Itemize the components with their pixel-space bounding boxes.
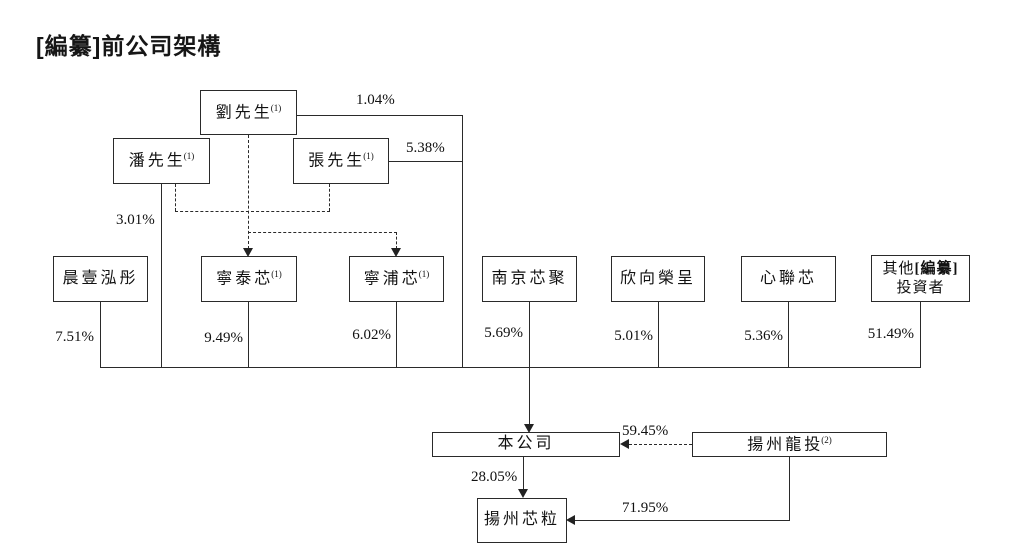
- box-nanjing-xinju-text: 南京芯聚: [491, 270, 567, 288]
- pct-liu-to-group: 1.04%: [356, 92, 395, 108]
- pct-company-to-xinli: 28.05%: [471, 469, 518, 485]
- box-mr-pan-footnote: (1): [183, 151, 195, 162]
- box-xinxiang-rongcheng-text: 欣向榮呈: [620, 270, 696, 288]
- box-ningtaixin-label: 寧泰芯: [216, 270, 274, 288]
- connector-bus-to-company: [529, 367, 531, 425]
- page-title: [編纂]前公司架構: [36, 33, 222, 59]
- box-xinlianxin: 心聯芯: [741, 256, 836, 302]
- box-our-company: 本公司: [432, 432, 620, 457]
- connector-liu-to-holdline: [296, 115, 463, 117]
- box-mr-liu-label: 劉先生: [215, 103, 273, 121]
- connector-chenyi-down: [100, 302, 102, 368]
- box-yangzhou-xinli: 揚州芯粒: [477, 498, 567, 543]
- box-yangzhou-xinli-label: 揚州芯粒: [483, 511, 560, 529]
- pct-chenyi: 7.51%: [55, 329, 94, 345]
- box-ningpuxin: 寧浦芯(1): [349, 256, 444, 302]
- box-yangzhou-xinli-text: 揚州芯粒: [484, 511, 560, 529]
- box-chenyi-hongtong-label: 晨壹泓彤: [62, 269, 139, 287]
- connector-xinlianxin-down: [788, 302, 790, 368]
- box-ningpuxin-footnote: (1): [418, 269, 430, 280]
- connector-right-vertical: [462, 115, 464, 368]
- connector-pan-down: [161, 184, 163, 368]
- box-xinlianxin-label: 心聯芯: [759, 269, 817, 287]
- box-other-investors-suffix: 投資者: [896, 279, 945, 296]
- pct-ningtaixin: 9.49%: [204, 330, 243, 346]
- pct-nanjing: 5.69%: [484, 325, 523, 341]
- pct-zhang-to-group: 5.38%: [406, 140, 445, 156]
- box-mr-zhang-footnote: (1): [363, 151, 374, 162]
- dashed-pan-down: [175, 184, 176, 211]
- connector-zhang-to-holdline: [388, 161, 463, 163]
- box-ningtaixin-footnote: (1): [271, 269, 282, 280]
- connector-company-to-xinli: [523, 457, 525, 490]
- box-yangzhou-longtou: 揚州龍投(2): [692, 432, 887, 457]
- box-mr-pan-label: 潘先生: [128, 152, 186, 170]
- box-mr-liu-text: 劉先生(1): [216, 103, 282, 123]
- box-nanjing-xinju: 南京芯聚: [482, 256, 577, 302]
- box-xinxiang-rongcheng: 欣向榮呈: [611, 256, 705, 302]
- box-yangzhou-longtou-text: 揚州龍投(2): [747, 435, 832, 455]
- dashed-zhang-down: [329, 184, 330, 211]
- pct-longtou-to-company: 59.45%: [622, 423, 669, 439]
- box-mr-pan-text: 潘先生(1): [129, 151, 195, 171]
- arrowhead-into-ningtaixin-icon: [243, 248, 253, 257]
- box-mr-pan: 潘先生(1): [113, 138, 210, 184]
- connector-ningpuxin-down: [396, 302, 398, 368]
- box-ningtaixin: 寧泰芯(1): [201, 256, 297, 302]
- box-ningtaixin-text: 寧泰芯(1): [216, 269, 282, 289]
- box-xinxiang-rongcheng-label: 欣向榮呈: [619, 269, 696, 287]
- box-other-investors-redacted: [編纂]: [914, 260, 959, 277]
- arrowhead-into-xinli-right-icon: [566, 515, 575, 525]
- dashed-liu-to-ningtaixin: [248, 135, 249, 249]
- arrowhead-into-company-icon: [524, 424, 534, 433]
- box-mr-zhang: 張先生(1): [293, 138, 389, 184]
- pct-xinxiang: 5.01%: [614, 328, 653, 344]
- pct-other-investors: 51.49%: [867, 326, 914, 342]
- connector-ningtaixin-down: [248, 302, 250, 368]
- arrowhead-into-xinli-top-icon: [518, 489, 528, 498]
- pct-xinlianxin: 5.36%: [744, 328, 783, 344]
- dashed-down-to-ningpuxin: [396, 232, 397, 249]
- box-other-investors-text: 其他[編纂] 投資者: [882, 260, 958, 298]
- box-mr-liu: 劉先生(1): [200, 90, 297, 135]
- box-xinlianxin-text: 心聯芯: [760, 270, 817, 288]
- pct-longtou-to-xinli: 71.95%: [622, 500, 669, 516]
- box-mr-liu-footnote: (1): [270, 102, 282, 113]
- connector-nanjing-down: [529, 302, 531, 368]
- box-our-company-label: 本公司: [497, 435, 555, 453]
- box-our-company-text: 本公司: [497, 435, 554, 453]
- connector-shareholder-bus: [100, 367, 921, 369]
- box-mr-zhang-text: 張先生(1): [308, 151, 374, 171]
- connector-other-investors-down: [920, 302, 922, 368]
- arrowhead-into-company-right-icon: [620, 439, 629, 449]
- box-chenyi-hongtong-text: 晨壹泓彤: [62, 270, 138, 288]
- box-other-investors-prefix: 其他: [882, 260, 915, 277]
- dashed-horizontal-to-ningpuxin: [248, 232, 397, 233]
- connector-longtou-to-xinli: [575, 520, 790, 522]
- box-yangzhou-longtou-footnote: (2): [821, 434, 832, 445]
- connector-xinxiang-down: [658, 302, 660, 368]
- box-ningpuxin-text: 寧浦芯(1): [364, 269, 430, 289]
- box-mr-zhang-label: 張先生: [308, 152, 366, 170]
- dashed-pan-zhang-horizontal: [175, 211, 330, 212]
- box-ningpuxin-label: 寧浦芯: [363, 270, 421, 288]
- box-other-investors: 其他[編纂] 投資者: [871, 255, 970, 302]
- pct-pan-to-group: 3.01%: [116, 212, 155, 228]
- arrowhead-into-ningpuxin-icon: [391, 248, 401, 257]
- box-nanjing-xinju-label: 南京芯聚: [491, 269, 568, 287]
- connector-longtou-down: [789, 457, 791, 520]
- dashed-longtou-to-company: [629, 444, 692, 445]
- box-yangzhou-longtou-label: 揚州龍投: [747, 435, 824, 453]
- pct-ningpuxin: 6.02%: [352, 327, 391, 343]
- box-chenyi-hongtong: 晨壹泓彤: [53, 256, 148, 302]
